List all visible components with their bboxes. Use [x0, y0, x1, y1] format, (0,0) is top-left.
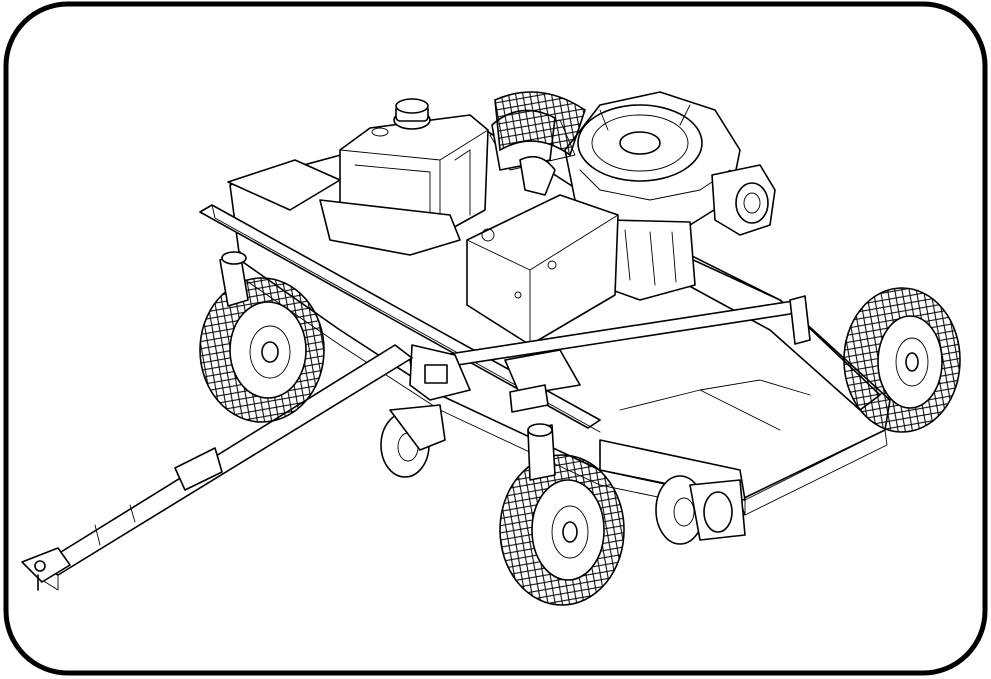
caster-wheel-right — [655, 475, 746, 545]
engine — [564, 91, 776, 301]
hitch-frame — [199, 204, 804, 433]
wheel-left — [199, 251, 325, 423]
fuel-tank — [319, 98, 489, 256]
caster-wheel-left — [380, 404, 446, 478]
wheel-rear — [494, 91, 586, 196]
belt-guard — [466, 194, 619, 346]
wheel-front — [499, 423, 625, 606]
wheel-right — [789, 287, 961, 433]
